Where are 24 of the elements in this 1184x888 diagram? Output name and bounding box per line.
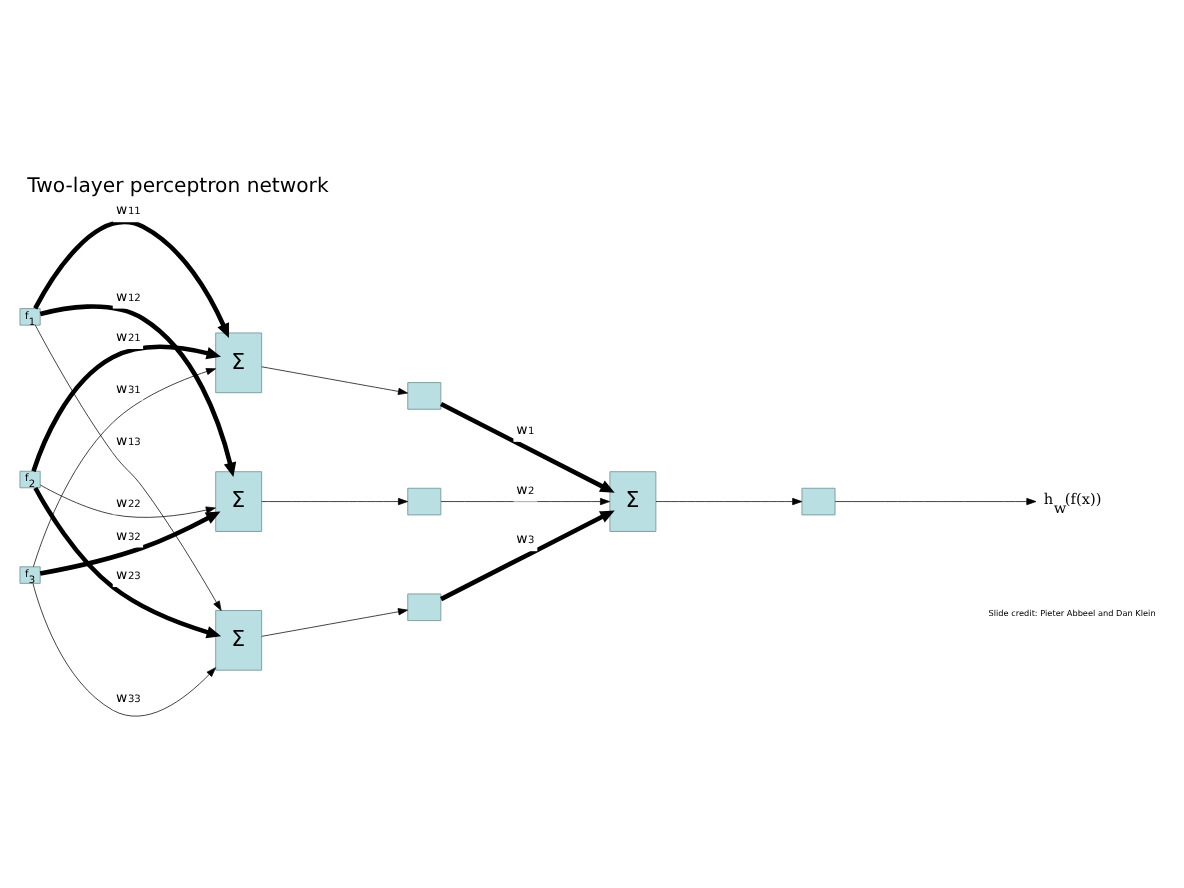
node-box	[801, 487, 836, 516]
node-box: Σ	[609, 471, 657, 532]
node-box: Σ	[215, 471, 263, 532]
arrow	[39, 511, 221, 576]
arrow	[33, 220, 230, 338]
arrow	[440, 401, 615, 493]
node-box	[407, 593, 442, 622]
arrow	[31, 344, 221, 472]
node-box: Σ	[215, 332, 263, 394]
arrow	[440, 510, 615, 602]
diagram-title: Two-layer perceptron network	[27, 175, 329, 198]
node-box	[407, 487, 442, 516]
arrow	[655, 498, 803, 506]
arrow	[32, 583, 216, 717]
arrow	[39, 304, 237, 477]
arrow	[33, 368, 216, 568]
arrow	[440, 498, 610, 506]
node-box: Σ	[215, 610, 263, 671]
arrow	[261, 608, 408, 637]
node-box	[407, 382, 442, 410]
arrow	[261, 498, 408, 506]
arrow	[834, 498, 1037, 506]
arrow	[33, 486, 222, 639]
arrow	[261, 366, 408, 395]
